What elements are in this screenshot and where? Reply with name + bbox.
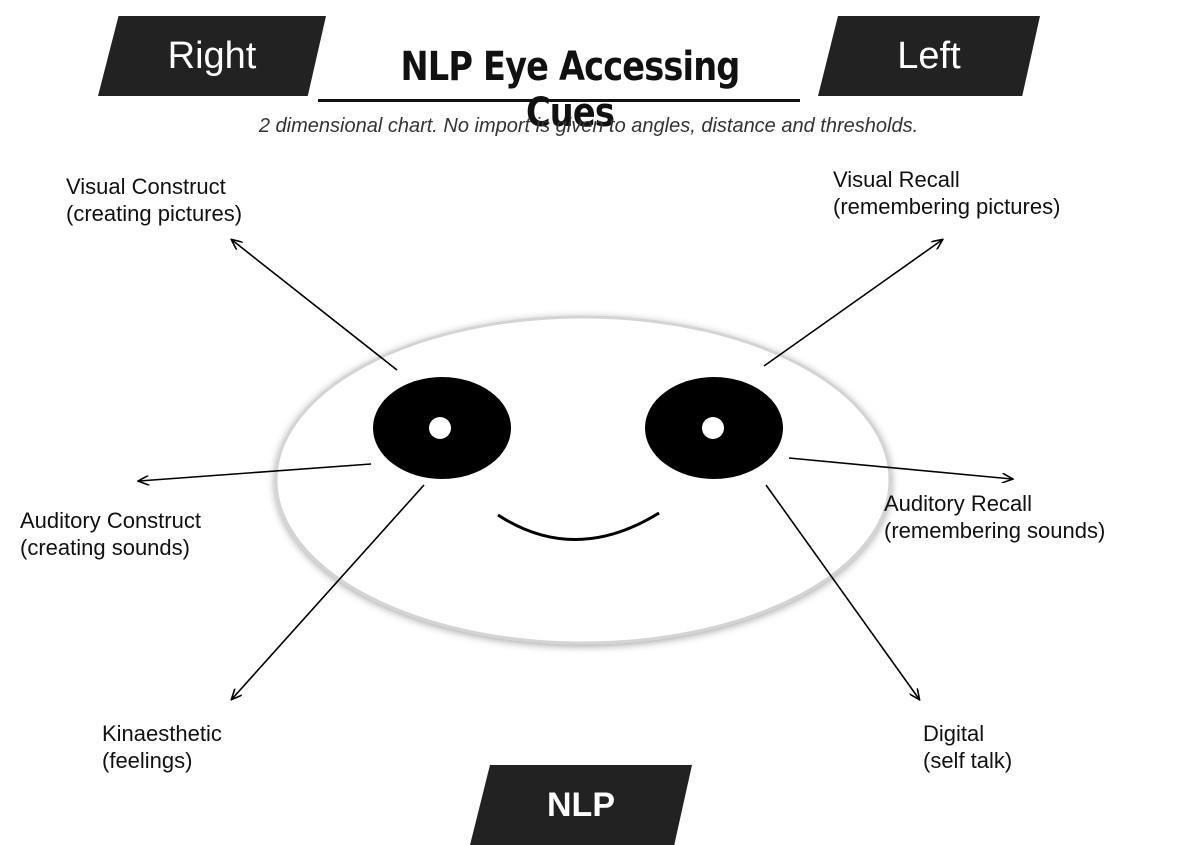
digital-label: Digital (self talk)	[923, 720, 1012, 774]
kinaesthetic-desc: (feelings)	[102, 747, 222, 774]
right-pupil	[429, 417, 451, 439]
auditory-recall-desc: (remembering sounds)	[884, 517, 1105, 544]
visual-construct-arrow	[232, 240, 397, 370]
visual-recall-name: Visual Recall	[833, 166, 1060, 193]
visual-construct-label: Visual Construct (creating pictures)	[66, 173, 242, 227]
digital-name: Digital	[923, 720, 1012, 747]
visual-recall-arrow	[764, 240, 942, 366]
digital-desc: (self talk)	[923, 747, 1012, 774]
left-pupil	[702, 417, 724, 439]
visual-construct-name: Visual Construct	[66, 173, 242, 200]
visual-construct-desc: (creating pictures)	[66, 200, 242, 227]
visual-recall-desc: (remembering pictures)	[833, 193, 1060, 220]
auditory-recall-label: Auditory Recall (remembering sounds)	[884, 490, 1105, 544]
kinaesthetic-label: Kinaesthetic (feelings)	[102, 720, 222, 774]
nlp-badge-label: NLP	[547, 786, 615, 825]
visual-recall-label: Visual Recall (remembering pictures)	[833, 166, 1060, 220]
auditory-construct-label: Auditory Construct (creating sounds)	[20, 507, 201, 561]
face-outline	[276, 317, 890, 643]
auditory-construct-name: Auditory Construct	[20, 507, 201, 534]
auditory-recall-name: Auditory Recall	[884, 490, 1105, 517]
kinaesthetic-name: Kinaesthetic	[102, 720, 222, 747]
nlp-badge: NLP	[470, 765, 692, 845]
auditory-construct-desc: (creating sounds)	[20, 534, 201, 561]
